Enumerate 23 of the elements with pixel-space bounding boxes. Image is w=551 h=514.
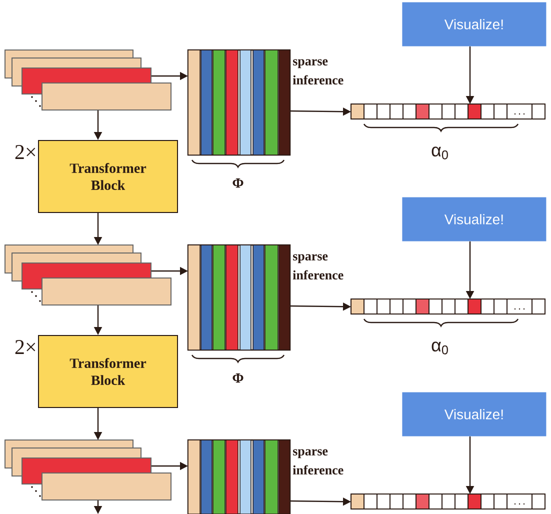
edge-label: sparse inference xyxy=(292,59,344,84)
repeat-count: 2× xyxy=(15,145,36,159)
visualize-box: Visualize! xyxy=(402,2,546,46)
feature-map-stack xyxy=(4,50,172,110)
feature-map-stack xyxy=(4,244,172,306)
transformer-block: Transformer Block xyxy=(38,335,178,408)
dictionary-matrix xyxy=(187,439,291,514)
repeat-count: 2× xyxy=(15,340,36,354)
edge-label: sparse inference xyxy=(292,449,344,474)
visualize-box: Visualize! xyxy=(402,197,546,242)
transformer-block: Transformer Block xyxy=(38,140,178,213)
matrix-symbol: Φ xyxy=(232,178,244,188)
feature-map-stack xyxy=(4,440,172,500)
edge-label: sparse inference xyxy=(292,254,344,280)
sparse-code-vector xyxy=(350,104,546,120)
dictionary-matrix xyxy=(187,244,291,351)
code-symbol: α$_{0}$ xyxy=(432,342,448,354)
visualize-box: Visualize! xyxy=(402,392,546,436)
code-symbol: α$_{0}$ xyxy=(432,146,448,160)
sparse-code-vector xyxy=(350,298,546,314)
matrix-symbol: Φ xyxy=(232,373,244,383)
sparse-code-vector xyxy=(350,494,546,510)
dictionary-matrix xyxy=(187,49,291,156)
